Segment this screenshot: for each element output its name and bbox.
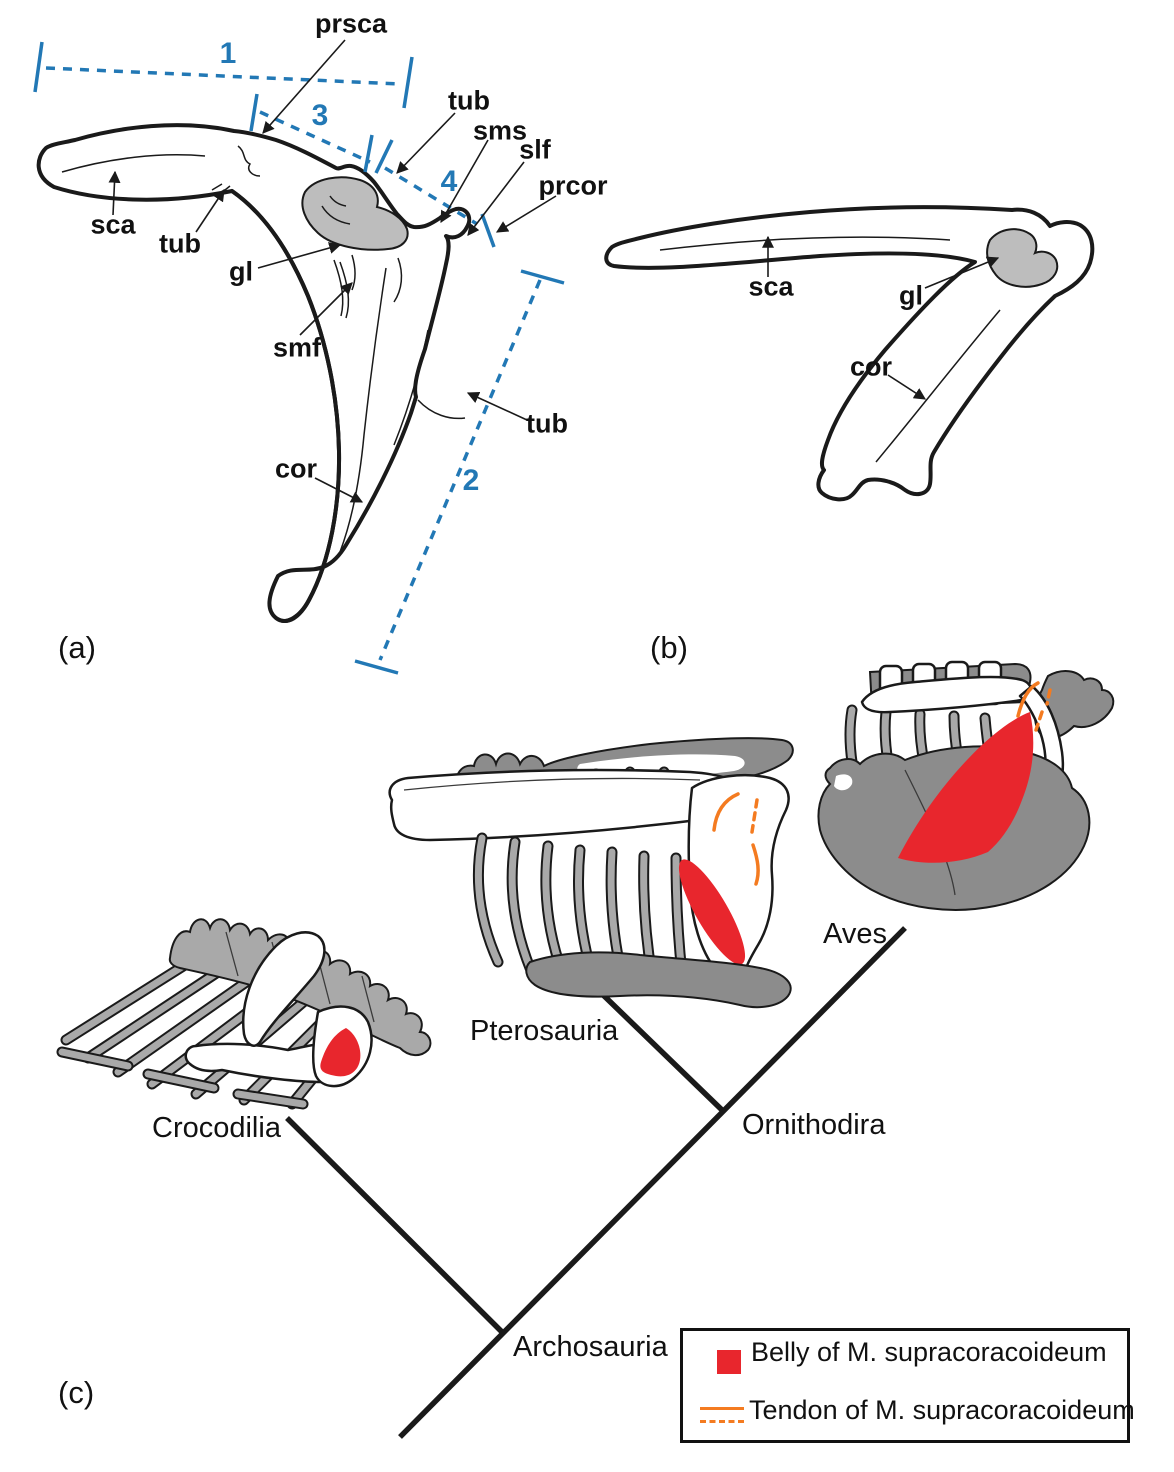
glenoid-cartilage: [301, 176, 409, 251]
legend: Belly of M. supracoracoideum Tendon of M…: [680, 1328, 1135, 1443]
tendon-solid-line: [700, 1407, 744, 1410]
measurement-line-3: [259, 110, 371, 164]
measure-label-1: 1: [219, 37, 237, 70]
tendon-dashed-line: [700, 1420, 744, 1423]
tree-branch-crocodilia: [285, 1116, 504, 1334]
label-prsca: prsca: [314, 8, 388, 39]
belly-swatch: [717, 1350, 741, 1374]
measurement-lines: [33, 41, 565, 675]
glenoid-cartilage-b: [986, 228, 1059, 288]
aves-supracoracoideus-belly: [898, 712, 1034, 863]
crocodilia-scapula-blade: [242, 931, 326, 1047]
pterosauria-tendon: [712, 792, 760, 886]
cladogram: [285, 926, 907, 1439]
measure-label-3: 3: [311, 99, 329, 132]
panel-a-drawing: [33, 39, 565, 675]
label-gl-a: gl: [229, 256, 253, 287]
leader-arrows-a: [108, 39, 557, 503]
taxon-archosauria: Archosauria: [513, 1331, 668, 1363]
measure-label-4: 4: [440, 165, 458, 198]
taxon-aves: Aves: [823, 918, 887, 950]
label-sms: sms: [472, 115, 528, 146]
crocodilia-supracoracoideus-belly: [320, 1028, 361, 1077]
aves-sternum-notch: [834, 774, 853, 791]
taxon-crocodilia: Crocodilia: [152, 1112, 281, 1144]
panel-b-drawing: [604, 205, 1095, 502]
label-tub-acromion: tub: [448, 85, 490, 116]
scapulocoracoid-outline: [36, 123, 472, 623]
leader-arrows-b: [762, 235, 1000, 400]
tree-spine-archosauria-aves: [398, 926, 907, 1439]
pterosauria-skeleton: [388, 737, 794, 1009]
scapulocoracoid-b-outline: [604, 205, 1095, 502]
panel-tag-a: (a): [58, 630, 96, 665]
taxon-ornithodira: Ornithodira: [742, 1109, 886, 1141]
measurement-line-2: [378, 279, 542, 661]
panel-tag-c: (c): [58, 1375, 95, 1410]
taxon-pterosauria: Pterosauria: [470, 1015, 619, 1047]
measurement-line-1: [45, 66, 401, 86]
label-cor-a: cor: [274, 453, 318, 484]
legend-tendon-label: Tendon of M. supracoracoideum: [749, 1395, 1135, 1425]
label-tub-coracoid: tub: [526, 408, 568, 439]
crocodilia-skeleton: [56, 918, 432, 1110]
label-smf: smf: [272, 332, 322, 363]
label-gl-b: gl: [899, 280, 923, 311]
pterosauria-sternal-plate: [525, 951, 792, 1009]
coracoid-lower-edge-fix: [230, 189, 342, 623]
label-slf: slf: [519, 134, 551, 165]
measure-label-2: 2: [462, 464, 480, 497]
aves-skeleton: [817, 660, 1115, 911]
pterosauria-supracoracoideus-belly: [678, 859, 746, 965]
measurement-line-4: [384, 166, 478, 226]
label-prcor: prcor: [538, 170, 608, 201]
bone-surface-details: [61, 145, 466, 553]
label-sca-b: sca: [748, 271, 794, 302]
label-cor-b: cor: [849, 351, 893, 382]
legend-belly-label: Belly of M. supracoracoideum: [751, 1337, 1107, 1367]
label-sca-a: sca: [90, 209, 136, 240]
panel-tag-b: (b): [650, 630, 688, 665]
aves-tendon: [1016, 681, 1052, 732]
tree-branch-pterosauria: [596, 988, 724, 1112]
label-tub-scapula: tub: [159, 228, 201, 259]
